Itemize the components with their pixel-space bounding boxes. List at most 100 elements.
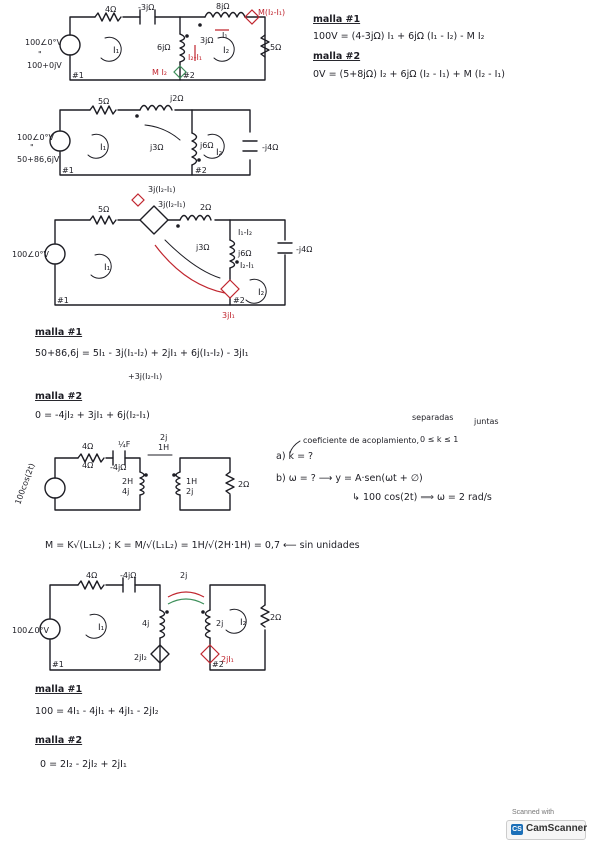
c4-l-right: 1H xyxy=(186,477,197,486)
c5-i2: I₂ xyxy=(240,618,247,628)
c5-r-right: 2Ω xyxy=(270,613,281,622)
c5-l-left: 4j xyxy=(142,619,149,628)
eq2-m1-a: 50+86,6j = 5I₁ - 3j(I₁-I₂) + 2jI₁ + 6j(I… xyxy=(35,348,249,359)
c5-node2: #2 xyxy=(212,660,224,669)
c3-dep1: 3j(I₂-I₁) xyxy=(148,185,176,194)
c5-node1: #1 xyxy=(52,660,64,669)
eq1-m1-title: malla #1 xyxy=(313,14,360,25)
eq1-m1: 100V = (4-3jΩ) I₁ + 6jΩ (I₁ - I₂) - M I₂ xyxy=(313,31,485,42)
c3-node2: #2 xyxy=(233,296,245,305)
prob-range: 0 ≤ k ≤ 1 xyxy=(420,435,458,444)
eq2-m1-b: +3j(I₂-I₁) xyxy=(128,372,162,381)
eq3-m2: 0 = 2I₂ - 2jI₂ + 2jI₁ xyxy=(40,759,127,770)
c4-c-top: ¼F xyxy=(118,440,131,449)
circuit-3: 5Ω 3j(I₂-I₁) 3j(I₂-I₁) 2Ω 100∠0°V j3Ω j6… xyxy=(12,185,312,320)
circuit-2: 5Ω j2Ω 100∠0°V " 50+86,6jV j3Ω j6Ω -j4Ω … xyxy=(17,94,278,176)
circuit-4: 4Ω 4Ω ¼F -4jΩ 2j 1H 100cos(2t) 2H 4j 1H … xyxy=(13,433,249,511)
prob-a: a) k = ? xyxy=(276,451,313,462)
c5-dep-left: 2jI₂ xyxy=(134,653,147,662)
c4-l-left-b: 4j xyxy=(122,487,129,496)
c1-l-mid: 6jΩ xyxy=(157,43,170,52)
prob-juntas: juntas xyxy=(473,417,499,426)
c3-dep-bottom: 3jI₁ xyxy=(222,311,235,320)
c2-i1: I₁ xyxy=(100,143,107,153)
prob-b2: ↳ 100 cos(2t) ⟹ ω = 2 rad/s xyxy=(352,492,492,503)
c3-i2: I₂ xyxy=(258,288,265,298)
c5-i1: I₁ xyxy=(98,623,105,633)
c4-r-right: 2Ω xyxy=(238,480,249,489)
c5-dep-right: 2jI₁ xyxy=(221,655,234,664)
c3-i1: I₁ xyxy=(104,263,111,273)
c1-r-top: 4Ω xyxy=(105,5,116,14)
c1-vrect: 100+0jV xyxy=(27,61,62,70)
c3-coupling: j3Ω xyxy=(195,243,209,252)
c5-c-top: -4jΩ xyxy=(120,571,136,580)
eq2-m1-title: malla #1 xyxy=(35,327,82,338)
c5-l-right: 2j xyxy=(216,619,223,628)
c4-coupling-b: 1H xyxy=(158,443,169,452)
prob-separadas: separadas xyxy=(412,413,453,422)
c2-i2: I₂ xyxy=(216,148,223,158)
c2-veq: " xyxy=(30,143,34,152)
c3-dep2: 3j(I₂-I₁) xyxy=(158,200,186,209)
c2-r-top: 5Ω xyxy=(98,97,109,106)
c3-node1: #1 xyxy=(57,296,69,305)
prob-k-eq: M = K√(L₁L₂) ; K = M/√(L₁L₂) = 1H/√(2H·1… xyxy=(45,540,360,551)
circuit-1: 4Ω -3jΩ 8jΩ M(I₂-I₁) 100∠0°V " 100+0jV 6… xyxy=(25,2,285,81)
c2-vsource: 100∠0°V xyxy=(17,133,55,142)
prob-coef: coeficiente de acoplamiento, xyxy=(303,436,419,445)
c2-coupling: j3Ω xyxy=(149,143,163,152)
c3-ibranch2: I₂-I₁ xyxy=(240,261,254,270)
c4-vsource: 100cos(2t) xyxy=(13,462,36,506)
c5-vsource: 100∠0°V xyxy=(12,626,50,635)
c4-c-top-b: -4jΩ xyxy=(110,463,126,472)
c1-dep-label: M(I₂-I₁) xyxy=(258,8,285,17)
c3-l-right: j6Ω xyxy=(237,249,251,258)
scanned-with-label: Scanned with xyxy=(512,809,555,816)
eq3-m1: 100 = 4I₁ - 4jI₁ + 4jI₁ - 2jI₂ xyxy=(35,706,159,717)
eq2-m2-title: malla #2 xyxy=(35,391,82,402)
c4-l-right-b: 2j xyxy=(186,487,193,496)
prob-b: b) ω = ? ⟶ y = A·sen(ωt + ∅) xyxy=(276,473,423,484)
c3-r-top: 5Ω xyxy=(98,205,109,214)
c1-i2: I₂ xyxy=(223,46,230,56)
c2-l-top: j2Ω xyxy=(169,94,183,103)
c2-node1: #1 xyxy=(62,166,74,175)
circuit-5: 4Ω -4jΩ 2j 100∠0°V 4j 2j 2Ω I₁ I₂ 2jI₂ 2… xyxy=(12,571,281,671)
eq1-m2: 0V = (5+8jΩ) I₂ + 6jΩ (I₂ - I₁) + M (I₂ … xyxy=(313,69,505,80)
c1-vsource: 100∠0°V xyxy=(25,38,63,47)
c2-node2: #2 xyxy=(195,166,207,175)
equations-2: malla #1 50+86,6j = 5I₁ - 3j(I₁-I₂) + 2j… xyxy=(35,327,249,421)
eq3-m1-title: malla #1 xyxy=(35,684,82,695)
c4-l-left: 2H xyxy=(122,477,133,486)
c3-vsource: 100∠0°V xyxy=(12,250,50,259)
c2-vrect: 50+86,6jV xyxy=(17,155,60,164)
c1-c-top: -3jΩ xyxy=(138,3,154,12)
equations-1: malla #1 100V = (4-3jΩ) I₁ + 6jΩ (I₁ - I… xyxy=(313,14,505,80)
c2-c-right: -j4Ω xyxy=(262,143,278,152)
c1-l-top: 8jΩ xyxy=(216,2,229,11)
c3-ibranch: I₁-I₂ xyxy=(238,228,252,237)
problem-text: separadas juntas coeficiente de acoplami… xyxy=(45,413,499,551)
camscanner-box: CS CamScanner xyxy=(506,820,588,840)
c1-coupling: 3jΩ xyxy=(200,36,213,45)
c4-r-top-b: 4Ω xyxy=(82,461,93,470)
c5-coupling: 2j xyxy=(180,571,187,580)
c1-idiff: I₂-I₁ xyxy=(188,53,202,62)
c1-node2: #2 xyxy=(183,71,195,80)
c4-coupling: 2j xyxy=(160,433,167,442)
camscanner-logo-icon: CS xyxy=(511,824,523,835)
c3-c-right: -j4Ω xyxy=(296,245,312,254)
camscanner-brand: CamScanner xyxy=(526,823,588,834)
eq1-m2-title: malla #2 xyxy=(313,51,360,62)
eq3-m2-title: malla #2 xyxy=(35,735,82,746)
c4-r-top: 4Ω xyxy=(82,442,93,451)
c1-node1: #1 xyxy=(72,71,84,80)
c1-veq: " xyxy=(38,50,42,59)
c1-r-right: 5Ω xyxy=(270,43,281,52)
c3-l-top: 2Ω xyxy=(200,203,211,212)
c2-l-right: j6Ω xyxy=(199,141,213,150)
c1-ismall: I₁ xyxy=(222,31,228,40)
equations-3: malla #1 100 = 4I₁ - 4jI₁ + 4jI₁ - 2jI₂ … xyxy=(35,684,159,770)
